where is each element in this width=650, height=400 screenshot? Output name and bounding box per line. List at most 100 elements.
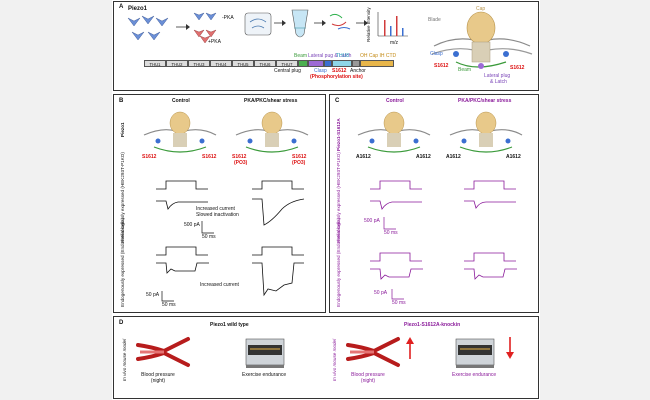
tube-icon [291, 9, 309, 38]
c-trace-hetero-control [370, 180, 422, 210]
b-s1612-4: S1612 [292, 154, 307, 160]
arrow-icon-3 [314, 20, 326, 26]
b-s1612-3: S1612 [232, 154, 247, 160]
panel-a: A Piezo1 -PKA +PKA [113, 1, 539, 91]
segment-thu4: THU4 [210, 60, 232, 67]
b-control-title: Control [172, 98, 190, 104]
b-trace-endo-control [156, 246, 209, 274]
b-trace-endo-treat [252, 246, 304, 297]
s1612-left-label: S1612 [434, 63, 449, 69]
c-scale-bar-1 [383, 217, 396, 230]
arrow-down-icon [506, 337, 514, 359]
b-row-piezo: Piezo1 [120, 122, 125, 137]
spectrum-y-label: Relative intensity [366, 7, 371, 42]
segment-thu6: THU6 [254, 60, 276, 67]
beam-label: Beam [294, 53, 308, 59]
b-po3-4: (PO3) [292, 160, 306, 166]
central-plug-label: Central plug [274, 68, 301, 74]
anchor-label: Anchor [350, 68, 366, 74]
b-scale-pa: 500 pA [184, 222, 200, 228]
d-model-right: In vivo mouse model [332, 338, 337, 381]
segment-clasp [324, 60, 332, 67]
peptides-icon [329, 13, 351, 30]
segment-thu7: THU7 [276, 60, 298, 67]
c-scale-ms-2: 50 ms [392, 300, 406, 306]
c-scale-pa-2: 50 pA [374, 290, 388, 296]
b-trace-hetero-control [156, 180, 208, 210]
panel-d: D Piezo1 wild type Piezo1-S1612A-knockin… [113, 316, 539, 399]
c-structure-control [357, 111, 431, 153]
d-model-left: In vivo mouse model [122, 338, 127, 381]
treadmill-label-right: TREADMILL [462, 335, 484, 339]
minus-pka-label: -PKA [222, 15, 234, 21]
c-scale-ms: 50 ms [384, 230, 398, 236]
lateral-plug-label: Lateral plug [484, 73, 511, 79]
latch-label: & Latch [490, 79, 507, 85]
domain-bar: THU1 THU2 THU3 THU4 THU5 THU6 THU7 [144, 60, 394, 67]
segment-cap [360, 60, 394, 67]
clasp-struct-label: Clasp [430, 51, 443, 57]
pka-cluster-icon [193, 12, 217, 44]
panel-b-letter: B [119, 98, 124, 104]
b-increased-2: Increased current [200, 282, 239, 288]
d-bp-left: Blood pressure (night) [141, 372, 175, 384]
blood-vessel-icon-left [136, 337, 190, 367]
b-treat-title: PKA/PKC/shear stress [244, 98, 298, 104]
d-bp-right: Blood pressure (night) [351, 372, 385, 384]
c-a1612-3: A1612 [446, 154, 461, 160]
b-scale-bar-2 [161, 291, 174, 302]
cap-label: Cap [476, 6, 486, 12]
segment-anchor [352, 60, 360, 67]
c-a1612-2: A1612 [416, 154, 431, 160]
segment-lateral [308, 60, 324, 67]
segment-thu1: THU1 [144, 60, 166, 67]
b-slowed: Slowed inactivation [196, 212, 239, 218]
b-row-endo: Endogenously expressed (Endothelial cell… [120, 217, 125, 307]
treadmill-label-left: TREADMILL [252, 335, 274, 339]
treadmill-icon-right [455, 338, 495, 368]
b-structure-control [143, 111, 217, 153]
b-scale-ms: 50 ms [202, 234, 216, 240]
gel-vessel-icon [244, 12, 272, 36]
panel-c: C Control PKA/PKC/shear stress Piezo1-S1… [329, 94, 539, 313]
beam-struct-label: Beam [458, 67, 472, 73]
piezo-structure-a [431, 11, 533, 69]
plus-pka-label: +PKA [208, 39, 221, 45]
c-row-piezo: Piezo1-S1612A [336, 118, 341, 151]
c-structure-treat [449, 111, 523, 153]
figure: A Piezo1 -PKA +PKA [112, 0, 540, 400]
thu8-label: THU8 [336, 53, 350, 59]
arrow-icon-4 [356, 20, 368, 26]
d-wt-title: Piezo1 wild type [210, 322, 249, 328]
arrow-icon [176, 24, 190, 30]
blood-vessel-icon-right [346, 337, 400, 367]
panel-d-letter: D [119, 320, 124, 326]
s1612-label: S1612 [332, 68, 347, 74]
treadmill-icon-left [245, 338, 285, 368]
oh-cap-label: OH Cap IH CTD [360, 53, 397, 59]
spectrum-x-label: m/z [390, 40, 399, 46]
panel-b: B Control PKA/PKC/shear stress Piezo1 S1… [113, 94, 326, 313]
s1612-right-label: S1612 [510, 65, 525, 71]
c-treat-title: PKA/PKC/shear stress [458, 98, 512, 104]
segment-thu8 [332, 60, 352, 67]
b-scale-bar-1 [201, 221, 214, 234]
segment-thu5: THU5 [232, 60, 254, 67]
panel-a-letter: A [119, 4, 124, 10]
mass-spectrum-chart [377, 12, 408, 37]
d-ex-left: Exercise endurance [242, 372, 287, 378]
segment-thu3: THU3 [188, 60, 210, 67]
b-scale-pa-2: 50 pA [146, 292, 160, 298]
c-trace-endo-control [370, 252, 423, 280]
c-control-title: Control [386, 98, 404, 104]
b-po3-3: (PO3) [234, 160, 248, 166]
d-ex-right: Exercise endurance [452, 372, 497, 378]
c-a1612-1: A1612 [356, 154, 371, 160]
c-a1612-4: A1612 [506, 154, 521, 160]
segment-thu2: THU2 [166, 60, 188, 67]
protein-cluster-icon [127, 15, 169, 41]
phospho-label: (Phosphorylation site) [310, 74, 363, 80]
c-row-endo: Endogenously expressed (Endothelial cell… [336, 217, 341, 307]
b-s1612-2: S1612 [202, 154, 217, 160]
b-s1612-1: S1612 [142, 154, 157, 160]
